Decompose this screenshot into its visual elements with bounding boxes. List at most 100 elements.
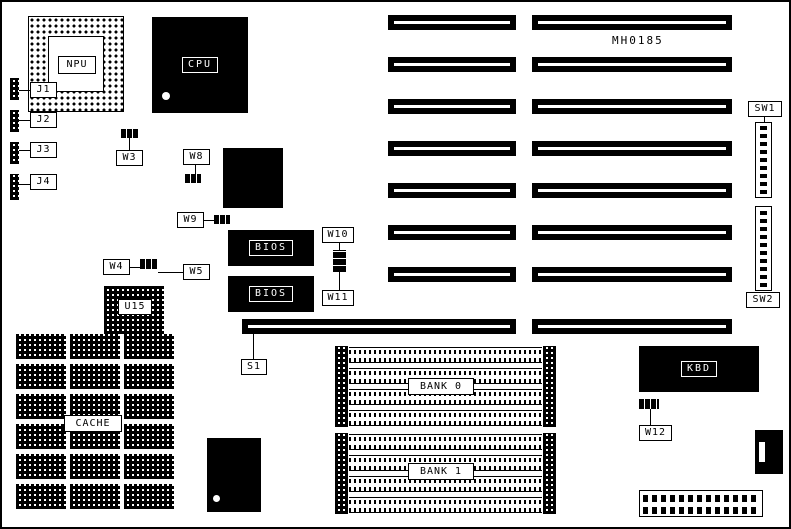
jumper-w8-block	[185, 174, 201, 183]
label-s1: S1	[241, 359, 267, 375]
isa-slot-bar	[388, 57, 516, 72]
jumper-j4-connector	[10, 174, 19, 200]
bank1-label: BANK 1	[408, 463, 474, 480]
jumper-w12-block	[639, 399, 659, 409]
leader-line	[158, 272, 183, 273]
simm-socket	[349, 389, 542, 405]
isa-slot-bar	[532, 225, 732, 240]
jumper-w10-w11-block	[333, 250, 346, 272]
simm-socket	[349, 410, 542, 426]
leader-line	[129, 138, 130, 151]
qfp-chip	[223, 148, 283, 208]
label-j3: J3	[30, 142, 57, 158]
leader-line	[253, 334, 254, 359]
cache-chip	[70, 394, 120, 419]
keyboard-connector-slot	[759, 442, 765, 462]
bottom-qfp-pin1-dot	[213, 495, 220, 502]
jumper-w9-block	[214, 215, 230, 224]
label-w5: W5	[183, 264, 210, 280]
leader-line	[19, 150, 30, 151]
cache-chip	[70, 364, 120, 389]
jumper-w3-block	[121, 129, 139, 138]
isa-slot-bar	[388, 141, 516, 156]
dip-switch-sw1	[755, 122, 772, 198]
leader-line	[130, 267, 140, 268]
cache-chip	[16, 394, 66, 419]
isa-slot-bar	[388, 183, 516, 198]
label-j4: J4	[30, 174, 57, 190]
bios-top-label: BIOS	[248, 240, 294, 256]
label-j1: J1	[30, 82, 57, 98]
label-w11: W11	[322, 290, 354, 306]
u15-label: U15	[118, 299, 152, 315]
jumper-j3-connector	[10, 142, 19, 164]
cache-chip	[16, 424, 66, 449]
simm-socket	[349, 434, 542, 450]
label-sw1: SW1	[748, 101, 782, 117]
cache-chip	[16, 364, 66, 389]
cache-chip	[124, 364, 174, 389]
bank0-label: BANK 0	[408, 378, 474, 395]
isa-slot-bar	[532, 267, 732, 282]
leader-line	[339, 243, 340, 250]
cache-chip	[16, 334, 66, 359]
label-j2: J2	[30, 112, 57, 128]
cache-label: CACHE	[64, 415, 122, 432]
isa-slot-bar	[388, 99, 516, 114]
kbd-label: KBD	[680, 361, 718, 377]
label-w8: W8	[183, 149, 210, 165]
simm-socket	[349, 497, 542, 513]
cache-chip	[16, 484, 66, 509]
jumper-j2-connector	[10, 110, 19, 132]
s1-slot-bar	[242, 319, 516, 334]
cpu-pin1-dot	[162, 92, 170, 100]
label-w4: W4	[103, 259, 130, 275]
label-sw2: SW2	[746, 292, 780, 308]
jumper-w4-w5-block	[140, 259, 158, 269]
npu-label: NPU	[58, 56, 96, 74]
simm-latch	[543, 346, 556, 427]
bios-chip-top: BIOS	[228, 230, 314, 266]
leader-line	[339, 272, 340, 290]
bios-bottom-label: BIOS	[248, 286, 294, 302]
leader-line	[19, 184, 30, 185]
label-w3: W3	[116, 150, 143, 166]
isa-slot-bar	[532, 15, 732, 30]
isa-slot-bar	[388, 15, 516, 30]
simm-latch	[543, 433, 556, 514]
simm-socket	[349, 347, 542, 363]
cache-chip	[124, 484, 174, 509]
cache-chip	[70, 334, 120, 359]
leader-line	[195, 165, 196, 174]
cache-chip	[124, 424, 174, 449]
cache-chip	[124, 394, 174, 419]
board-id-label: MH0185	[612, 34, 664, 47]
leader-line	[650, 409, 651, 425]
kbd-chip: KBD	[639, 346, 759, 392]
isa-slot-bar	[532, 141, 732, 156]
isa-slot-bar	[532, 183, 732, 198]
isa-slot-bar	[532, 57, 732, 72]
cache-chip	[16, 454, 66, 479]
leader-line	[19, 90, 30, 91]
leader-line	[19, 120, 30, 121]
isa-slot-bar	[532, 99, 732, 114]
isa-slot-bar	[388, 225, 516, 240]
isa-slot-bar	[532, 319, 732, 334]
dip-switch-sw2	[755, 206, 772, 291]
leader-line	[204, 220, 214, 221]
label-w12: W12	[639, 425, 672, 441]
simm-latch	[335, 346, 348, 427]
cache-chip	[124, 454, 174, 479]
label-w10: W10	[322, 227, 354, 243]
label-w9: W9	[177, 212, 204, 228]
cache-chip	[70, 454, 120, 479]
bios-chip-bottom: BIOS	[228, 276, 314, 312]
cache-chip	[70, 484, 120, 509]
cpu-label: CPU	[181, 57, 219, 73]
cache-chip	[124, 334, 174, 359]
simm-latch	[335, 433, 348, 514]
isa-slot-bar	[388, 267, 516, 282]
jumper-j1-connector	[10, 78, 19, 100]
